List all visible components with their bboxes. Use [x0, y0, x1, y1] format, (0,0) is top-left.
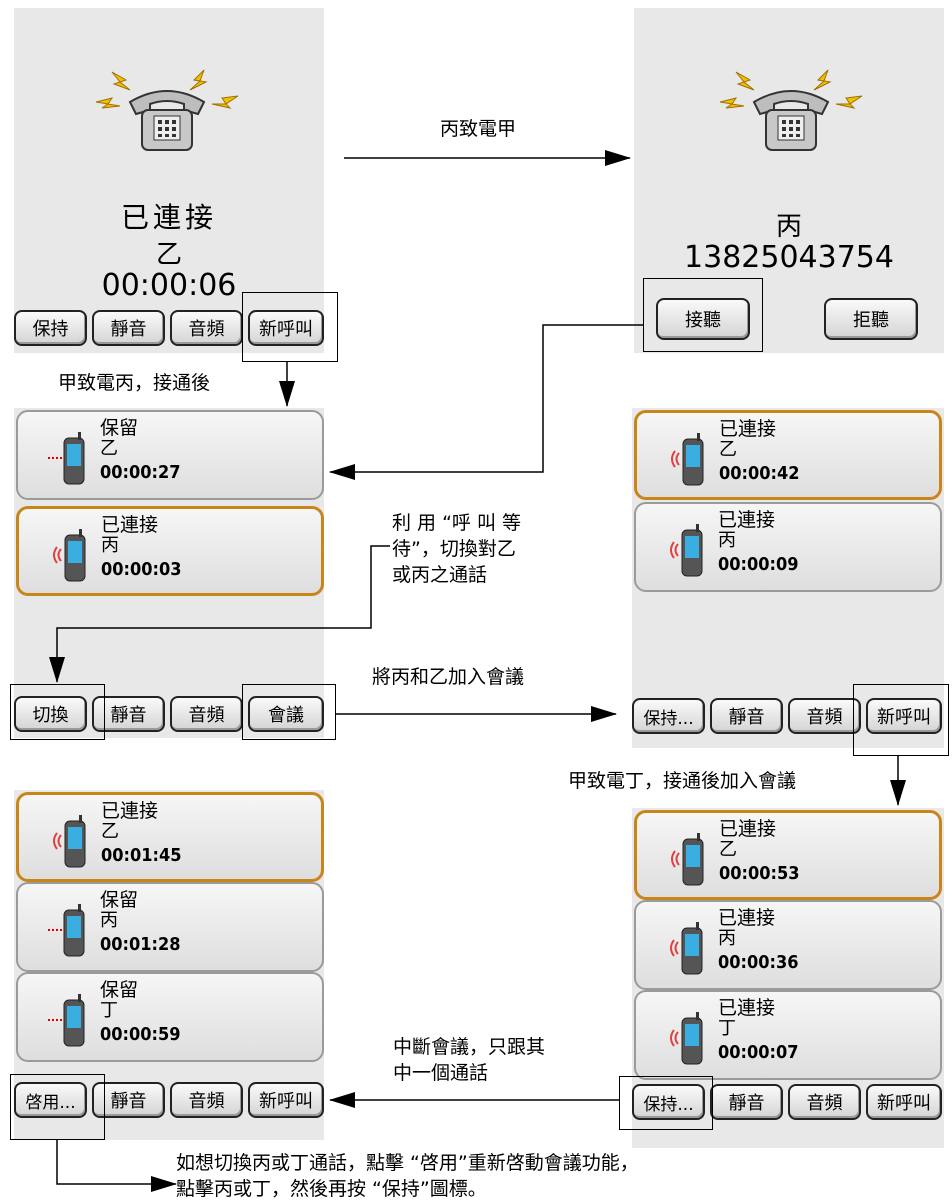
call-timer: 00:00:59: [100, 1024, 181, 1045]
annotation-conference: 將丙和乙加入會議: [372, 666, 525, 688]
caller-name: 丙: [775, 212, 802, 242]
screen-resume: 已連接 乙 00:01:45 保留 丙 00:01:28 保留 丁 00:00:…: [14, 790, 324, 1140]
ringing-phone-icon: [719, 69, 863, 151]
hold-button[interactable]: 保持...: [632, 1084, 705, 1120]
call-timer: 00:00:09: [718, 554, 799, 575]
annotation-call-waiting: 利 用 “呼 叫 等 待”，切換對乙 或丙之通話: [392, 512, 522, 586]
caller-name: 乙: [101, 821, 119, 842]
call-status: 保留: [100, 979, 139, 1001]
call-card[interactable]: 保留 乙 00:00:27: [16, 410, 324, 500]
call-status: 已連接: [718, 509, 776, 531]
screen-incoming: 丙 13825043754 接聽 拒聽: [634, 8, 944, 353]
call-status: 已連接: [719, 418, 777, 440]
phone-hold-icon: [48, 904, 85, 957]
reject-button[interactable]: 拒聽: [824, 298, 918, 340]
answer-button[interactable]: 接聽: [656, 298, 750, 340]
caller-name: 丁: [718, 1018, 736, 1039]
highlight-conference: [242, 684, 336, 740]
mute-button[interactable]: 靜音: [710, 1084, 783, 1120]
call-status: 已連接: [101, 514, 159, 536]
audio-button[interactable]: 音頻: [788, 1084, 861, 1120]
call-status: 已連接: [718, 997, 776, 1019]
call-status: 已連接: [101, 800, 159, 822]
call-timer: 00:00:07: [718, 1042, 799, 1063]
call-card[interactable]: 已連接 丁 00:00:07: [634, 990, 942, 1080]
arrow-answer: [329, 324, 643, 480]
call-timer: 00:00:42: [719, 463, 800, 484]
phone-hold-icon: [48, 994, 85, 1047]
phone-active-icon: [671, 833, 704, 886]
call-timer: 00:01:28: [100, 934, 181, 955]
call-timer: 00:00:06: [101, 268, 237, 303]
caller-name: 丙: [100, 910, 118, 931]
call-card-active[interactable]: 已連接 乙 00:00:42: [634, 410, 942, 500]
audio-button[interactable]: 音頻: [788, 698, 861, 734]
highlight-hold: [619, 1076, 713, 1130]
phone-hold-icon: [48, 432, 85, 485]
phone-active-icon: [670, 922, 703, 975]
audio-button[interactable]: 音頻: [170, 310, 243, 346]
caller-name: 乙: [719, 839, 737, 860]
mute-button[interactable]: 靜音: [92, 310, 165, 346]
call-card[interactable]: 已連接 丙 00:00:09: [634, 502, 942, 592]
screen-two-connected: 已連接 乙 00:00:42 已連接 丙 00:00:09 保持... 靜音 音…: [632, 408, 944, 748]
call-status: 保留: [100, 889, 139, 911]
audio-button[interactable]: 音頻: [170, 696, 243, 732]
highlight-new-call: [853, 684, 949, 756]
resume-button[interactable]: 啓用...: [14, 1082, 87, 1118]
screen-conference: 已連接 乙 00:00:53 已連接 丙 00:00:36 已連接 丁 00:0…: [632, 808, 944, 1148]
annotation-incoming: 丙致電甲: [440, 118, 517, 140]
annotation-break-conference: 中斷會議，只跟其 中一個通話: [393, 1036, 546, 1084]
call-status: 已連接: [719, 818, 777, 840]
new-call-button[interactable]: 新呼叫: [248, 310, 324, 346]
ringing-phone-icon: [95, 69, 239, 151]
call-status: 已連接: [718, 907, 776, 929]
call-card[interactable]: 保留 丁 00:00:59: [16, 972, 324, 1062]
new-call-button[interactable]: 新呼叫: [866, 1084, 942, 1120]
annotation-switch-tip: 如想切換丙或丁通話，點擊 “啓用”重新啓動會議功能， 點擊丙或丁，然後再按 “保…: [176, 1152, 639, 1200]
call-status: 已連接: [120, 201, 217, 234]
audio-button[interactable]: 音頻: [170, 1082, 243, 1118]
phone-active-icon: [670, 524, 703, 577]
call-timer: 00:01:45: [101, 845, 182, 866]
highlight-resume: [10, 1074, 105, 1140]
caller-name: 丙: [718, 928, 736, 949]
caller-name: 乙: [719, 439, 737, 460]
call-card-active[interactable]: 已連接 乙 00:01:45: [16, 792, 324, 882]
highlight-swap: [10, 684, 105, 740]
call-timer: 00:00:36: [718, 952, 799, 973]
highlight-answer: [643, 278, 763, 352]
phone-active-icon: [53, 815, 86, 868]
new-call-button[interactable]: 新呼叫: [248, 1082, 324, 1118]
annotation-add-d: 甲致電丁，接通後加入會議: [568, 770, 797, 792]
call-timer: 00:00:03: [101, 559, 182, 580]
call-card[interactable]: 已連接 丙 00:00:36: [634, 900, 942, 990]
call-card-active[interactable]: 已連接 丙 00:00:03: [16, 506, 324, 596]
phone-active-icon: [670, 1012, 703, 1065]
swap-button[interactable]: 切換: [14, 696, 87, 732]
call-card[interactable]: 保留 丙 00:01:28: [16, 882, 324, 972]
caller-name: 丁: [100, 1000, 118, 1021]
conference-button[interactable]: 會議: [248, 696, 324, 732]
call-timer: 00:00:53: [719, 863, 800, 884]
call-card-active[interactable]: 已連接 乙 00:00:53: [634, 810, 942, 900]
highlight-new-call: [242, 292, 338, 362]
phone-active-icon: [671, 433, 704, 486]
caller-number: 13825043754: [684, 240, 894, 275]
caller-name: 丙: [718, 530, 736, 551]
mute-button[interactable]: 靜音: [710, 698, 783, 734]
caller-name: 乙: [155, 240, 182, 270]
hold-button[interactable]: 保持: [14, 310, 87, 346]
annotation-after-connect: 甲致電丙，接通後: [58, 372, 211, 394]
hold-button[interactable]: 保持...: [632, 698, 705, 734]
arrow-resume-tip: [56, 1140, 177, 1192]
call-timer: 00:00:27: [100, 462, 181, 483]
new-call-button[interactable]: 新呼叫: [866, 698, 942, 734]
phone-active-icon: [53, 529, 86, 582]
caller-name: 乙: [100, 438, 118, 459]
call-status: 保留: [100, 417, 139, 439]
caller-name: 丙: [101, 535, 119, 556]
screen-connected: 已連接 乙 00:00:06 保持 靜音 音頻 新呼叫: [14, 8, 324, 353]
